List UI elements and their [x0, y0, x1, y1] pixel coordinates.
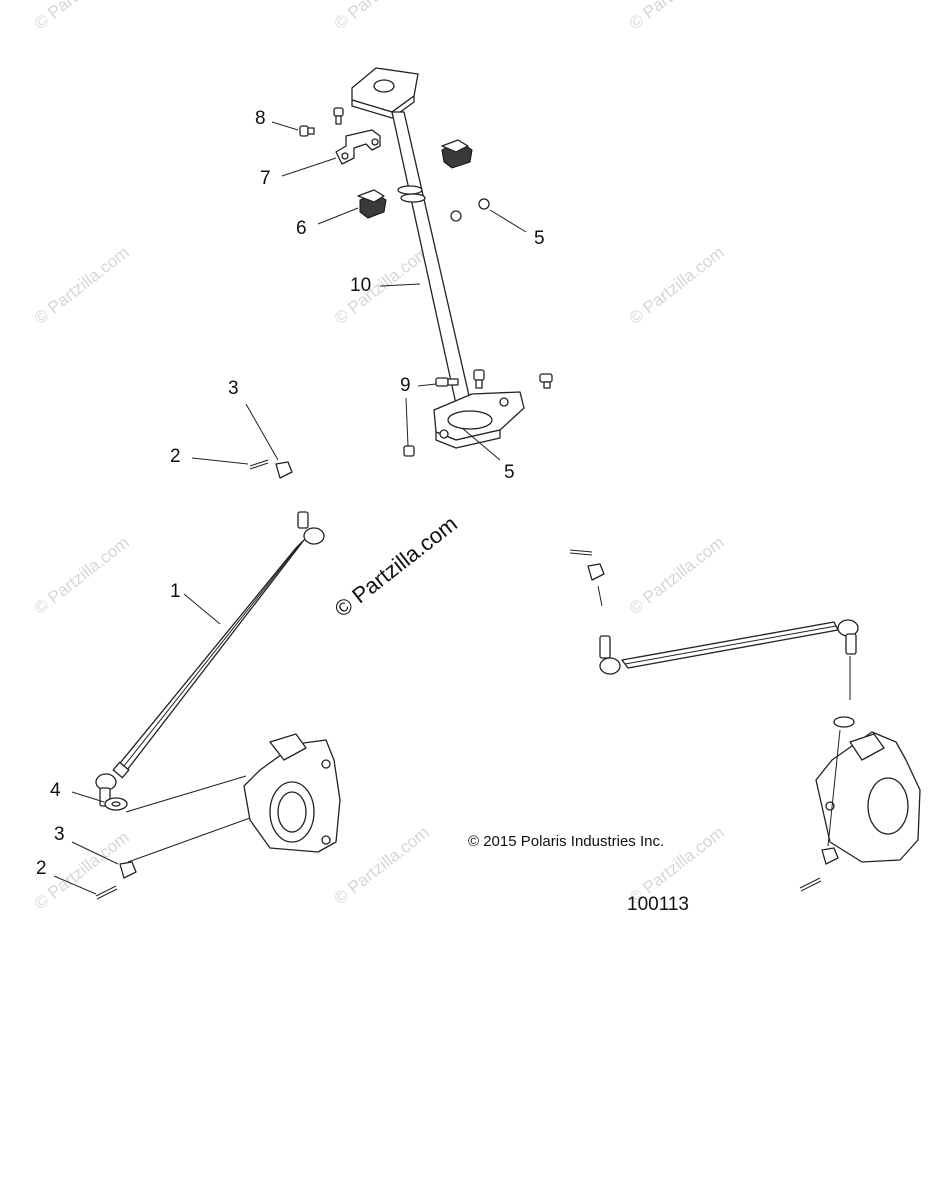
diagram-id: 100113 [627, 894, 689, 915]
knuckle-right [815, 731, 921, 863]
steering-column [351, 67, 525, 449]
callout-1: 1 [170, 581, 181, 602]
cotter-pin-top-left [249, 459, 269, 470]
bolt-upper [333, 107, 344, 125]
callout-7: 7 [260, 168, 271, 189]
watermark: © Partzilla.com [331, 243, 433, 329]
callout-labels: 8 7 6 5 10 9 5 3 2 1 4 3 2 [36, 108, 545, 879]
watermark: © Partzilla.com [626, 0, 728, 33]
tie-rod-right [599, 619, 859, 675]
clamp-7 [335, 129, 381, 165]
watermark: © Partzilla.com [626, 533, 728, 619]
watermark: © Partzilla.com [331, 0, 433, 33]
assembly-line [125, 775, 247, 813]
nut-5-upper [450, 198, 490, 222]
column-hardware [299, 107, 553, 457]
cotter-pin-bottom-left [95, 885, 118, 900]
assembly-line [827, 729, 841, 847]
washer-4 [104, 797, 128, 811]
watermark: © Partzilla.com [331, 823, 433, 909]
bushing-6 [357, 189, 387, 219]
castle-nut-bottom-left [119, 861, 137, 879]
watermark: © Partzilla.com [31, 243, 133, 329]
watermark: © Partzilla.com [626, 243, 728, 329]
bushing-right [441, 139, 473, 169]
castle-nut-top-left [275, 461, 293, 479]
callout-3-upper: 3 [228, 378, 239, 399]
cotter-pin-top-right [569, 549, 593, 556]
tie-rod-left [95, 511, 325, 807]
bolt-lower-c [403, 445, 415, 457]
callout-2-upper: 2 [170, 446, 181, 467]
callout-4: 4 [50, 780, 61, 801]
cotter-pin-bottom-right [799, 877, 822, 892]
callout-10: 10 [350, 275, 371, 296]
callout-8: 8 [255, 108, 266, 129]
callout-9: 9 [400, 375, 411, 396]
assembly-line [597, 585, 603, 607]
washer-right [833, 716, 855, 728]
leader-lines [53, 121, 527, 895]
bolt-lower-b [539, 373, 553, 389]
callout-5-lower: 5 [504, 462, 515, 483]
assembly-line [127, 817, 251, 863]
callout-3-lower: 3 [54, 824, 65, 845]
callout-6: 6 [296, 218, 307, 239]
copyright-text: © 2015 Polaris Industries Inc. [468, 833, 664, 850]
castle-nut-top-right [587, 563, 605, 581]
center-watermark: © Partzilla.com [330, 511, 462, 622]
bolt-lower-a [473, 369, 485, 389]
watermark: © Partzilla.com [31, 533, 133, 619]
callout-2-lower: 2 [36, 858, 47, 879]
castle-nut-bottom-right [821, 847, 839, 865]
bolt-8 [299, 125, 315, 137]
watermark: © Partzilla.com [31, 0, 133, 33]
bolt-9 [435, 377, 459, 387]
callout-5-upper: 5 [534, 228, 545, 249]
knuckle-left [243, 733, 341, 853]
